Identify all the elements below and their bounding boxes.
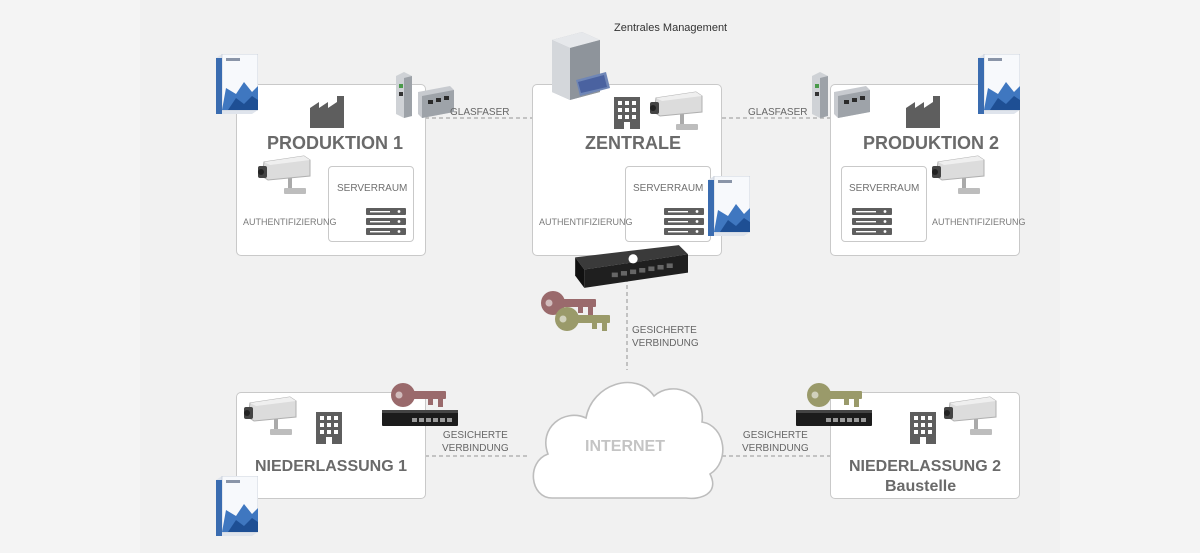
secured-connection-label-right: GESICHERTE VERBINDUNG xyxy=(742,429,809,455)
secured-label-line1: GESICHERTE xyxy=(632,325,697,336)
site-title-zentrale: ZENTRALE xyxy=(585,133,681,153)
secured-label-line1: GESICHERTE xyxy=(442,430,508,441)
software-product-box-icon xyxy=(708,176,750,236)
factory-icon xyxy=(310,96,346,128)
vpn-appliance-icon xyxy=(566,244,688,292)
secured-label-line2: VERBINDUNG xyxy=(442,443,509,454)
software-product-box-icon xyxy=(216,54,258,114)
auth-label: AUTHENTIFIZIERUNG xyxy=(243,217,337,227)
secured-label-line2: VERBINDUNG xyxy=(632,338,699,349)
server-rack-icon xyxy=(366,208,406,236)
site-niederlassung-1 xyxy=(236,392,426,499)
camera-icon xyxy=(932,154,992,198)
server-rack-icon xyxy=(664,208,704,236)
secured-connection-label-center: GESICHERTE VERBINDUNG xyxy=(632,324,699,350)
fiber-label-left: GLASFASER xyxy=(450,107,510,118)
fiber-converter-icon xyxy=(812,70,870,118)
site-subtitle-niederlassung-2: Baustelle xyxy=(885,478,957,495)
site-title-produktion-2: PRODUKTION 2 xyxy=(863,133,1000,153)
software-product-box-icon xyxy=(216,476,258,536)
tower-server-icon xyxy=(548,30,610,100)
office-building-icon xyxy=(614,97,640,129)
key-icon-olive xyxy=(554,304,614,334)
server-room-label: SERVERRAUM xyxy=(337,183,408,194)
auth-label: AUTHENTIFIZIERUNG xyxy=(539,217,633,227)
camera-icon xyxy=(944,395,1004,439)
internet-cloud-icon xyxy=(532,381,724,500)
network-switch-icon xyxy=(382,410,458,426)
office-building-icon xyxy=(910,412,936,444)
camera-icon xyxy=(650,90,710,134)
server-rack-icon xyxy=(852,208,892,236)
software-product-box-icon xyxy=(978,54,1020,114)
secured-label-line2: VERBINDUNG xyxy=(742,443,809,454)
server-room-label: SERVERRAUM xyxy=(849,183,920,194)
site-title-produktion-1: PRODUKTION 1 xyxy=(267,133,404,153)
factory-icon xyxy=(906,96,942,128)
internet-label: INTERNET xyxy=(585,438,665,455)
secured-connection-label-left: GESICHERTE VERBINDUNG xyxy=(442,429,509,455)
key-icon-olive xyxy=(806,380,866,410)
fiber-converter-icon xyxy=(396,70,454,118)
fiber-label-right: GLASFASER xyxy=(748,107,808,118)
site-title-niederlassung-1: NIEDERLASSUNG 1 xyxy=(255,458,408,475)
site-title-niederlassung-2: NIEDERLASSUNG 2 xyxy=(849,458,1002,475)
server-room-label: SERVERRAUM xyxy=(633,183,704,194)
key-icon-red xyxy=(390,380,450,410)
management-label: Zentrales Management xyxy=(614,22,728,34)
camera-icon xyxy=(258,154,318,198)
office-building-icon xyxy=(316,412,342,444)
secured-label-line1: GESICHERTE xyxy=(742,430,808,441)
camera-icon xyxy=(244,395,304,439)
auth-label: AUTHENTIFIZIERUNG xyxy=(932,217,1026,227)
network-switch-icon xyxy=(796,410,872,426)
